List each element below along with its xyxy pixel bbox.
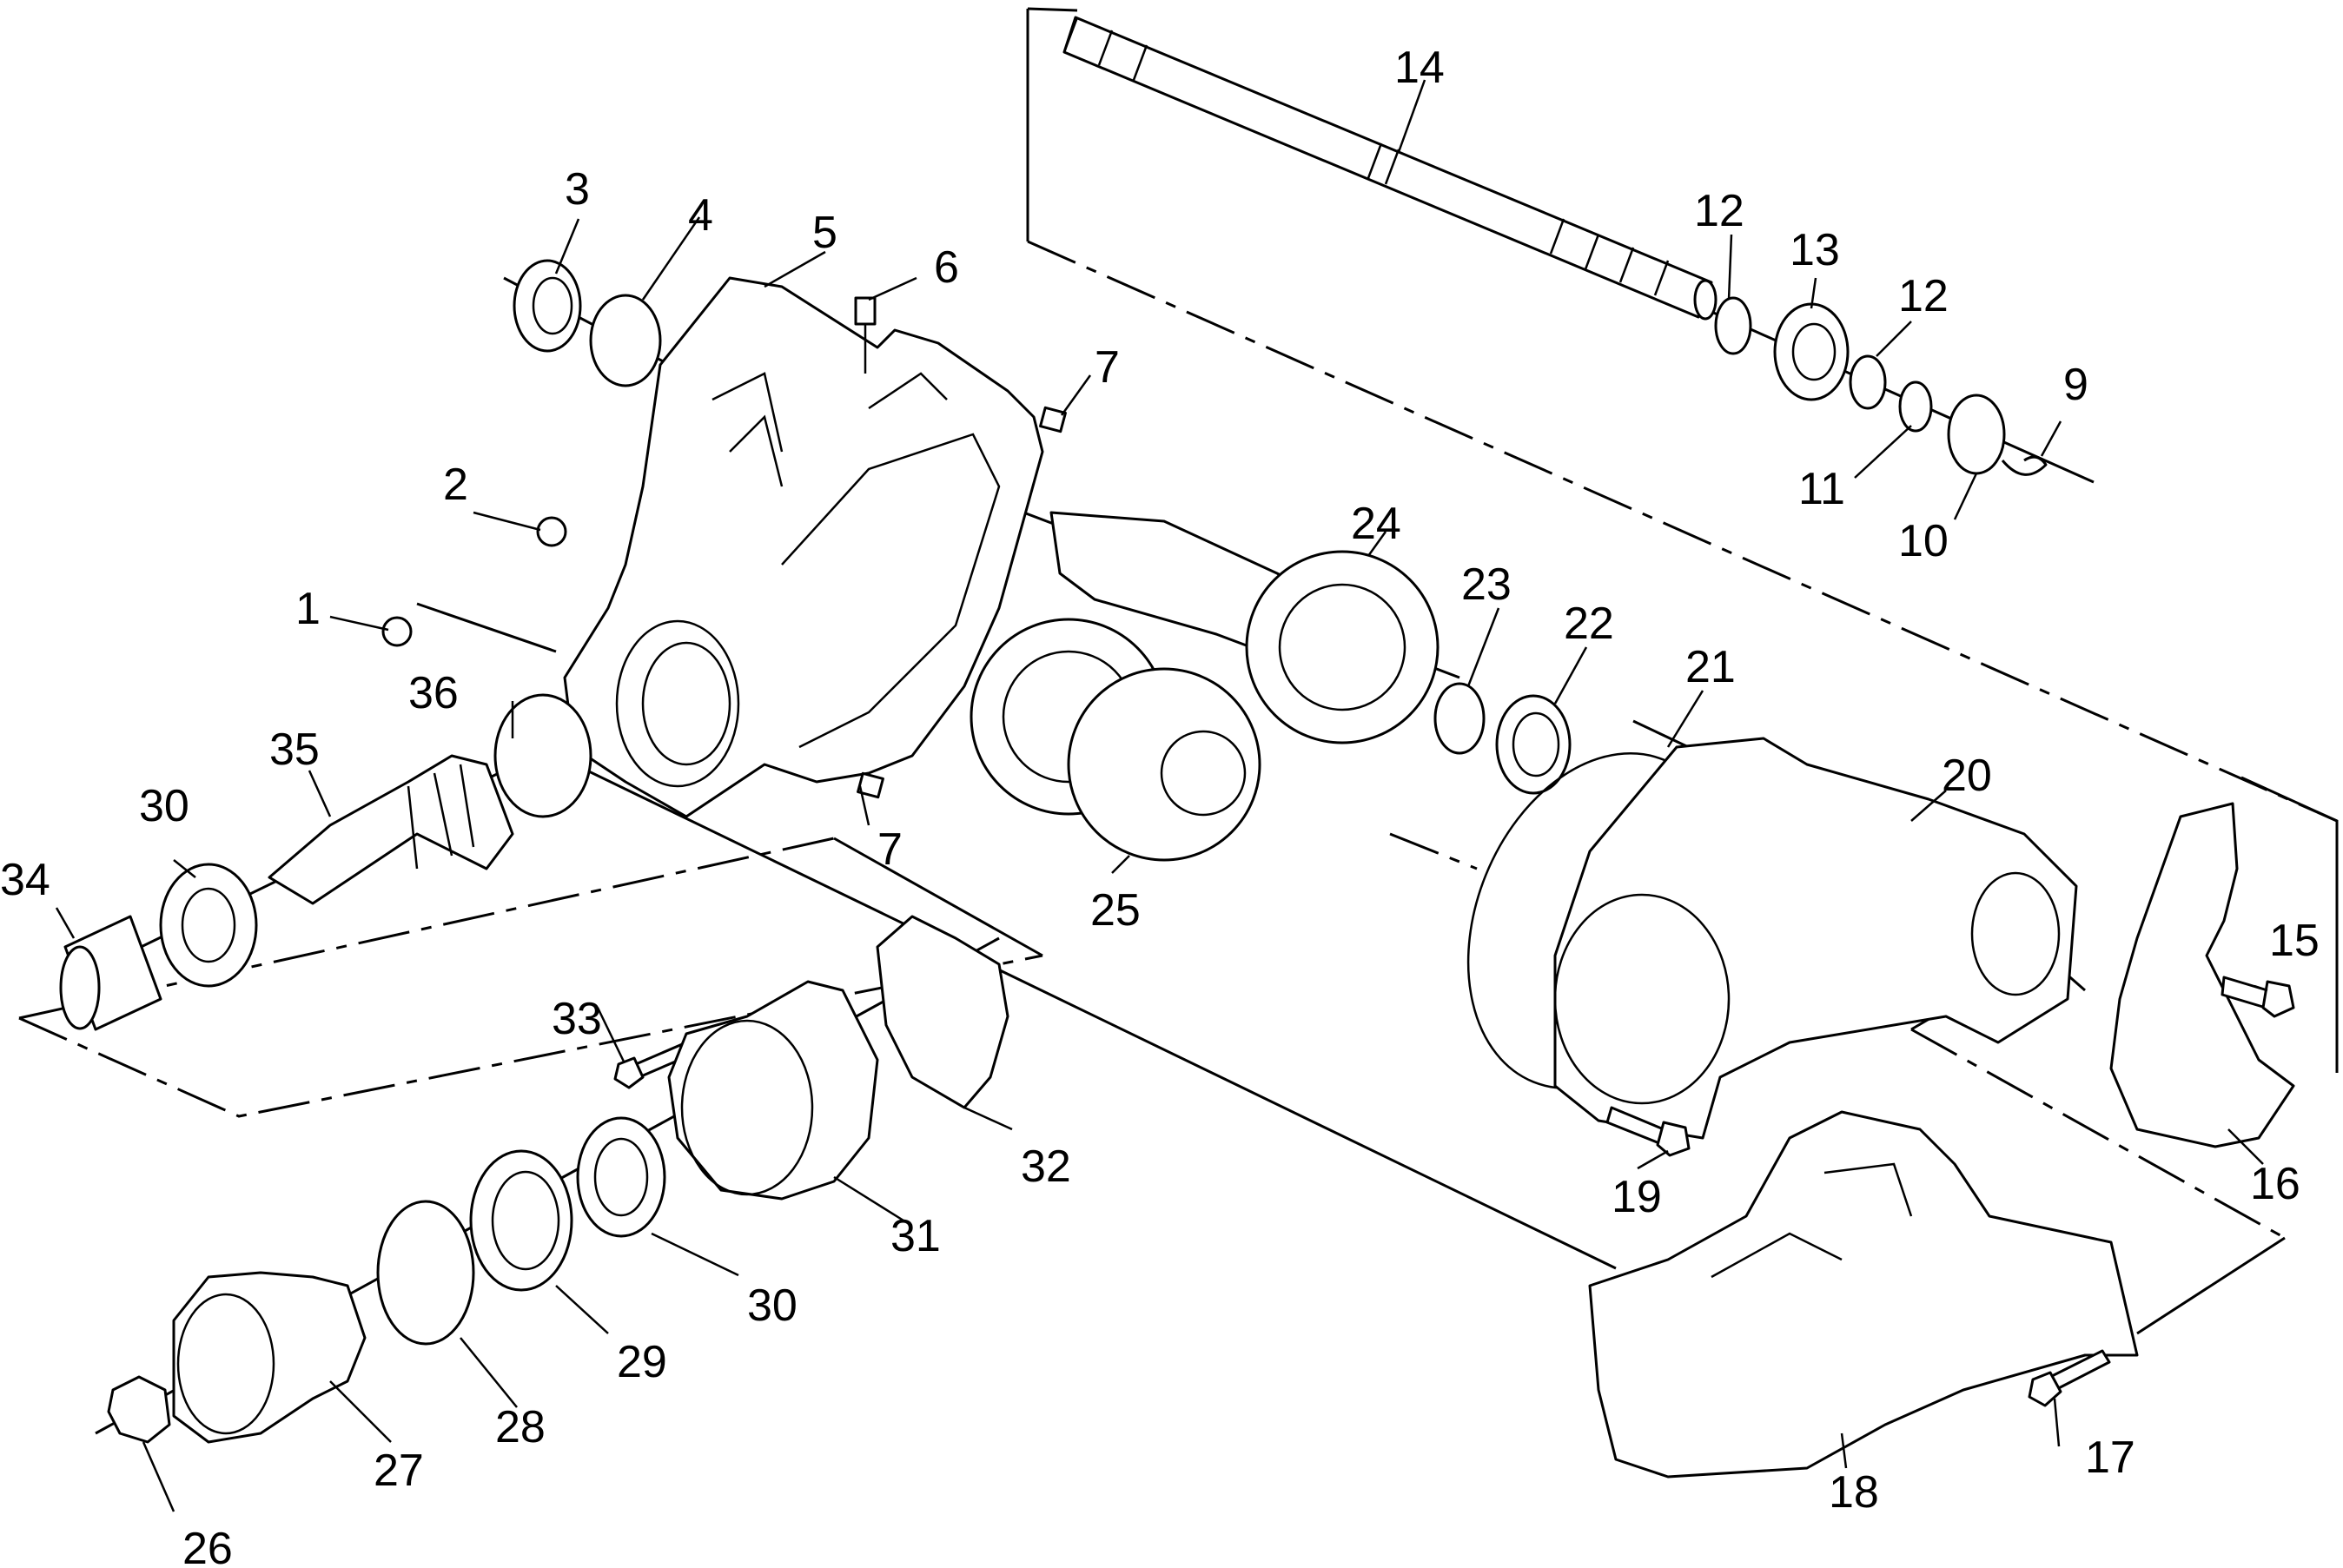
o-ring-4 [589,294,662,387]
callout-28: 28 [495,1402,546,1452]
axis-long-shaft [1693,302,2095,484]
nut-26 [107,1375,171,1444]
callout-19: 19 [1612,1172,1662,1222]
callout-2: 2 [443,460,468,510]
frame-left-group-b [833,837,1043,957]
snap-ring-23 [1433,682,1486,755]
callout-1: 1 [295,584,321,634]
callout-35: 35 [269,724,320,775]
callout-9: 9 [2063,360,2088,410]
callout-32: 32 [1021,1141,1071,1192]
mid-rings [1433,682,1572,795]
callout-29: 29 [617,1337,667,1387]
callout-25: 25 [1090,885,1141,936]
callout-34: 34 [0,855,50,905]
fasteners-upper [381,296,1067,799]
seal-29 [469,1149,573,1292]
frame-shaft-top [1027,7,1078,12]
long-shaft [1062,16,1718,321]
callout-33: 33 [552,994,602,1044]
brackets [1588,802,2295,1479]
callout-3: 3 [565,164,590,215]
bolts [613,976,2295,1407]
shaft-rings [1714,296,2048,476]
extension-housing [1466,737,2078,1140]
callout-20: 20 [1942,751,1992,801]
ring-11 [1898,380,1933,433]
frame-right-side [2240,776,2339,1073]
oring-36 [493,693,592,818]
ring-10 [1947,394,2006,475]
yoke-27 [172,1271,367,1444]
shim-28 [376,1200,475,1346]
callout-12a: 12 [1694,186,1744,236]
callout-11: 11 [1798,464,1845,514]
callout-24: 24 [1351,499,1401,549]
callout-16: 16 [2250,1159,2300,1209]
callout-13: 13 [1790,225,1840,275]
plug-2 [536,516,567,547]
dowel-7b [857,771,884,799]
frame-shaft-dash [1027,240,2338,823]
gear-24 [1245,550,1440,744]
callout-17: 17 [2085,1432,2135,1483]
pinion-group [59,693,592,1031]
bearing-30b [576,1116,666,1238]
bearing-13 [1773,302,1850,401]
callout-7b: 7 [877,824,903,875]
callout-27: 27 [374,1446,424,1496]
callout-7a: 7 [1095,342,1120,393]
bearing-30a [159,863,258,988]
snap-ring-12a [1714,296,1752,355]
callout-14: 14 [1394,43,1445,93]
callout-30a: 30 [139,781,189,831]
snap-ring-12b [1849,354,1887,410]
callout-10: 10 [1898,516,1949,566]
frame-lower-right [1910,1028,2286,1240]
callout-18: 18 [1829,1467,1879,1518]
callout-21: 21 [1685,642,1736,692]
callout-23: 23 [1461,559,1512,610]
dowel-7a [1039,406,1067,433]
callout-30b: 30 [747,1280,798,1331]
clip-9 [2001,455,2048,476]
callout-6: 6 [934,242,959,293]
transfer-case-housing [563,276,1044,818]
gear-group [970,511,1440,862]
callout-31: 31 [890,1211,941,1261]
callout-36: 36 [408,668,459,718]
callout-22: 22 [1564,599,1614,649]
gasket-32 [876,915,1009,1109]
bracket-16 [2109,802,2295,1148]
pinion-35 [268,754,514,905]
callout-5: 5 [812,208,837,258]
callout-4: 4 [688,190,713,241]
plug-1 [381,616,413,647]
front-seal-group [513,259,662,387]
callout-15: 15 [2269,916,2320,966]
callout-labels: 1 2 3 4 5 6 7 7 9 10 11 12 12 13 14 15 1… [0,43,2320,1568]
retainer-31 [667,980,879,1201]
leader-lines [55,79,2268,1512]
gear-25b [1067,667,1261,862]
output-yoke-group [107,915,1009,1444]
seal-3 [513,259,582,353]
shield-18 [1588,1110,2139,1479]
breather-6 [854,296,877,326]
frame-middle-dash [1389,832,1478,870]
callout-26: 26 [182,1524,233,1568]
callout-12b: 12 [1898,271,1949,321]
axis-left-plug [416,602,557,653]
